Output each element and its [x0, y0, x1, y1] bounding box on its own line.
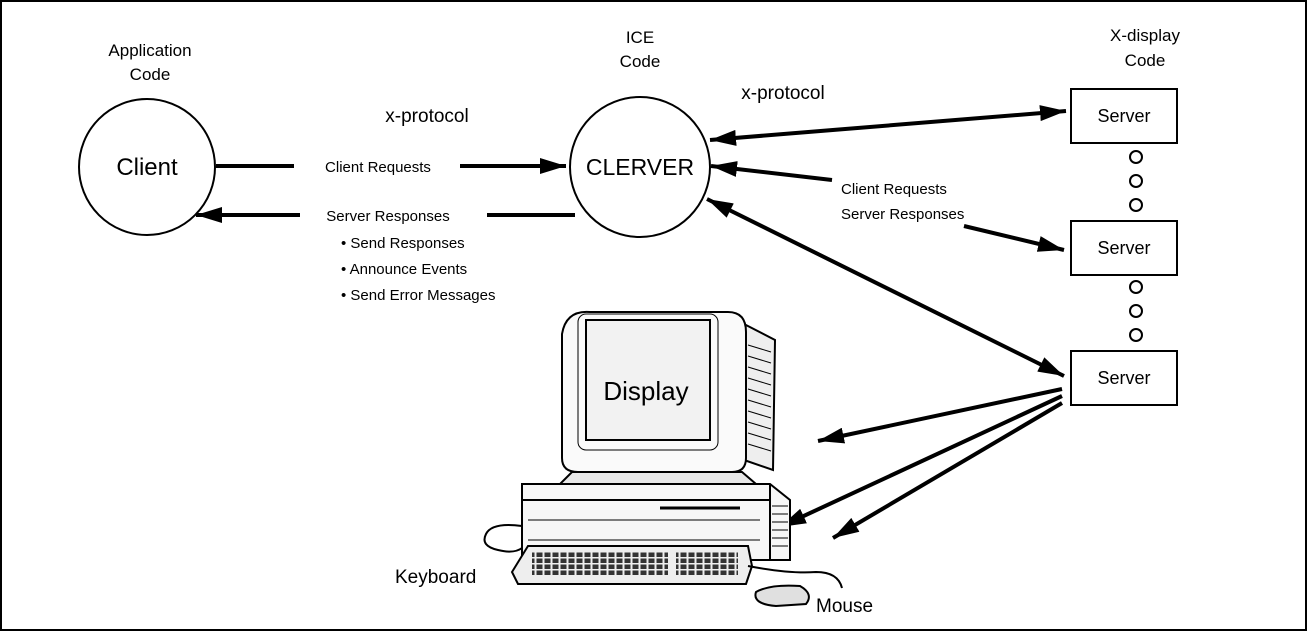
keyboard-keys [532, 551, 738, 575]
clerver-server3-arrow [706, 197, 1065, 378]
server-box-3 [1070, 350, 1178, 406]
keyboard-label: Keyboard [395, 567, 476, 588]
monitor-screen [585, 319, 711, 441]
response-item-send-responses: • Send Responses [341, 235, 465, 252]
workstation-illustration [483, 310, 843, 608]
server-label-3: Server [1097, 368, 1150, 388]
clerver-label: CLERVER [586, 154, 694, 180]
client-requests-right-label: Client Requests [841, 181, 947, 198]
mouse-label: Mouse [816, 596, 873, 617]
display-label: Display [603, 376, 688, 406]
client-label: Client [116, 154, 178, 181]
clerver-server2-arrow [963, 224, 1065, 252]
x-protocol-label-left: x-protocol [385, 106, 468, 127]
clerver-node [569, 96, 711, 238]
server-to-mouse-arrow [831, 401, 1064, 540]
server-label-2: Server [1097, 238, 1150, 258]
client-node [78, 98, 216, 236]
response-item-send-error-messages: • Send Error Messages [341, 287, 495, 304]
client-requests-label: Client Requests [325, 159, 431, 176]
server-to-display-arrow [817, 387, 1063, 444]
server-responses-label: Server Responses [326, 208, 449, 225]
ice-code-heading-line1: ICE [626, 28, 654, 47]
server-box-1 [1070, 88, 1178, 144]
xdisplay-code-heading-line1: X-display [1110, 26, 1180, 45]
server-responses-right-label: Server Responses [841, 206, 964, 223]
clerver-server1-arrow [709, 105, 1067, 146]
server-to-clerver-arrow [710, 161, 833, 182]
response-item-announce-events: • Announce Events [341, 261, 467, 278]
ice-code-heading-line2: Code [620, 52, 661, 71]
server-ellipsis-dots [1129, 150, 1143, 342]
xdisplay-code-heading-line2: Code [1125, 51, 1166, 70]
application-code-heading-line2: Code [130, 65, 171, 84]
application-code-heading-line1: Application [108, 41, 191, 60]
mouse-body [754, 584, 810, 608]
x-protocol-label-right: x-protocol [741, 83, 824, 104]
server-box-2 [1070, 220, 1178, 276]
server-to-keyboard-arrow [779, 394, 1063, 529]
server-label-1: Server [1097, 106, 1150, 126]
